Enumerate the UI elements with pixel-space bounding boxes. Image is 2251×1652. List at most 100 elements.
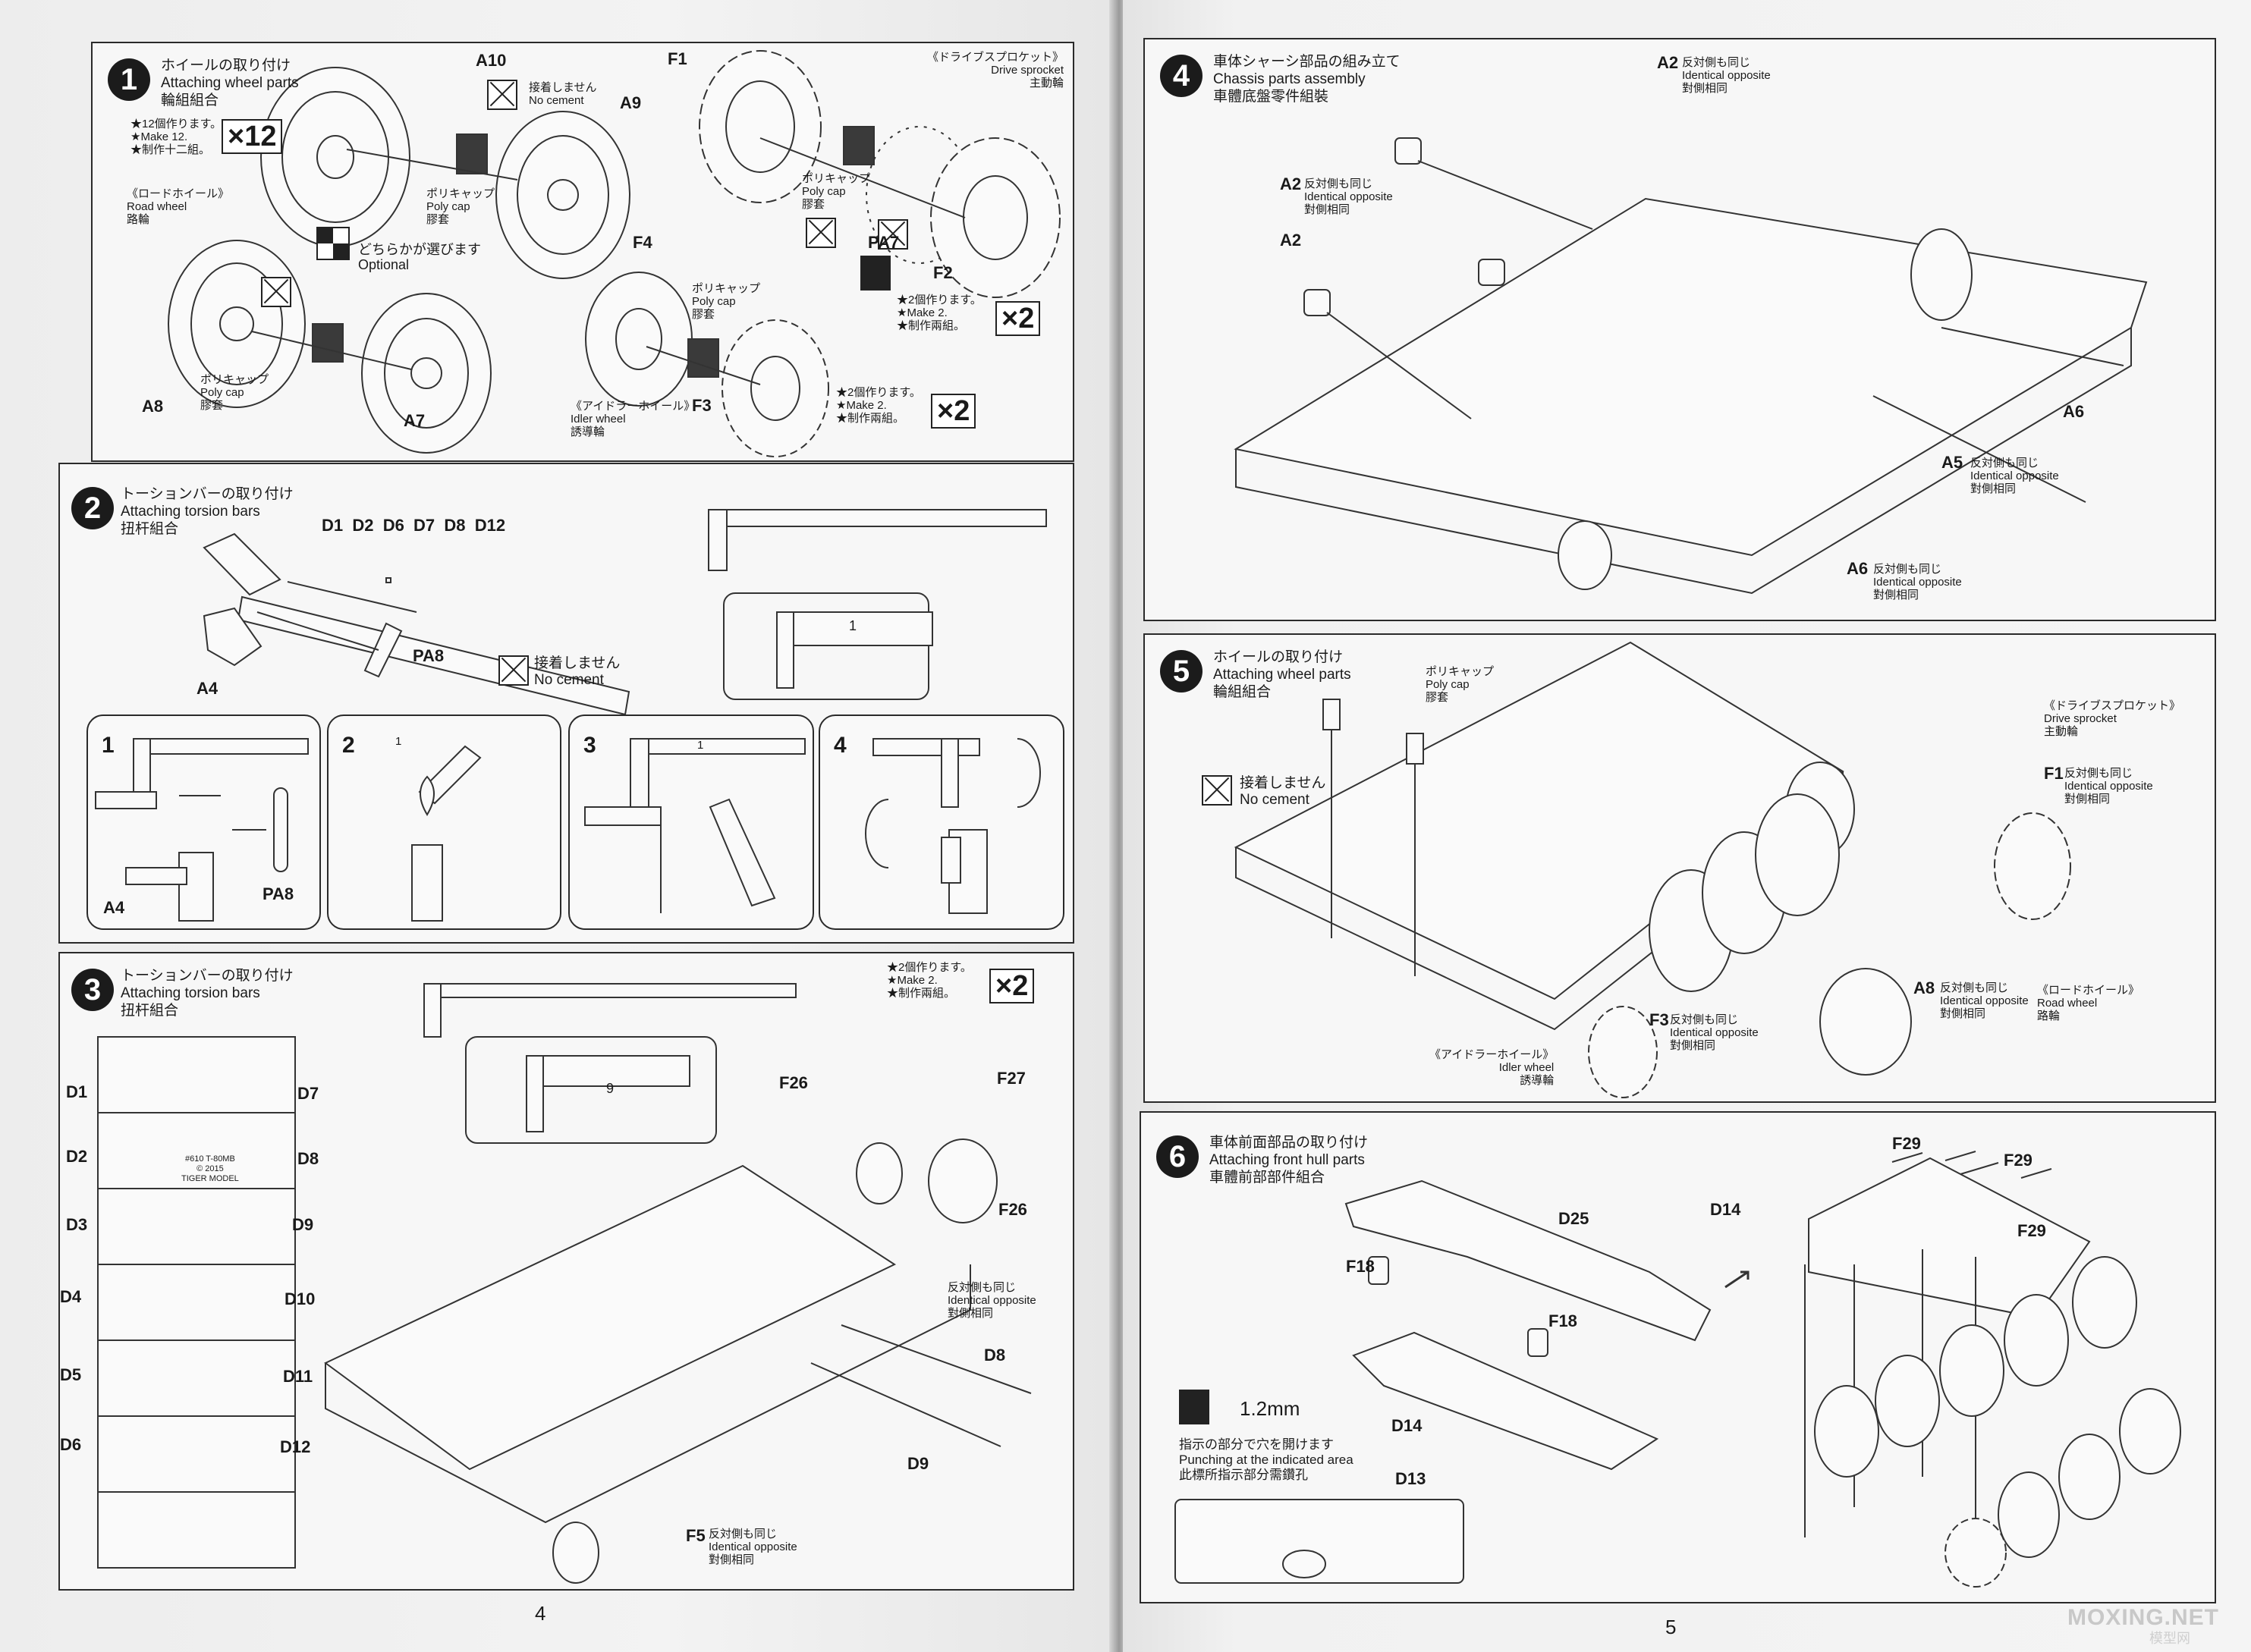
opposite-cn: 對側相同 xyxy=(1304,203,1350,216)
optional-label: どちらかが選びます Optional xyxy=(358,242,481,272)
part-f1: F1 xyxy=(2044,764,2064,783)
opposite-en: Identical opposite xyxy=(2064,780,2153,793)
opposite-cn: 對側相同 xyxy=(1682,82,1728,95)
part-a9: A9 xyxy=(620,93,642,112)
step-6-drawing xyxy=(1174,1151,2181,1588)
make-2-en: ★Make 2. xyxy=(887,974,938,987)
part-a2-mid: A2 xyxy=(1280,174,1302,193)
opposite-en: Identical opposite xyxy=(1682,69,1771,82)
hull-marking-line: © 2015 xyxy=(196,1164,224,1173)
step-1-no-cement: 接着しません No cement xyxy=(529,81,597,107)
step-2-no-cement: 接着しません No cement xyxy=(534,655,620,689)
step-3-make-note: ★2個作ります。 ★Make 2. ★制作兩組。 xyxy=(887,961,972,1000)
make-2-jp: ★2個作ります。 xyxy=(897,294,982,306)
poly-cap-jp: ポリキャップ xyxy=(1426,665,1495,678)
part-f18-b: F18 xyxy=(1548,1311,1577,1330)
step-2-title-cn: 扭杆組合 xyxy=(121,521,179,537)
label-d5: D5 xyxy=(60,1365,82,1384)
step-5-drawing xyxy=(1234,641,2071,1098)
step-3-multiplier: ×2 xyxy=(989,969,1035,1003)
step-4-badge: 4 xyxy=(1160,55,1203,97)
road-wheel-en: Road wheel xyxy=(127,200,187,213)
substep-1-a4: A4 xyxy=(103,898,125,917)
label-d9: D9 xyxy=(292,1215,314,1234)
substep-1-number: 1 xyxy=(102,733,115,758)
opposite-jp: 反対側も同じ xyxy=(1670,1013,1739,1026)
substep-3-number: 3 xyxy=(583,733,596,758)
step-4-drawing xyxy=(1234,137,2148,595)
part-a8: A8 xyxy=(1913,978,1935,997)
substep-4-drawing xyxy=(865,738,1041,914)
part-f29-c: F29 xyxy=(2017,1221,2046,1240)
idler-wheel-jp: 《アイドラーホイール》 xyxy=(571,400,696,413)
step-4-title: 車体シャーシ部品の組み立て Chassis parts assembly 車體底… xyxy=(1213,53,1401,105)
opposite-jp: 反対側も同じ xyxy=(1304,177,1373,190)
opposite-cn: 對側相同 xyxy=(709,1553,755,1566)
no-cement-jp: 接着しません xyxy=(529,81,597,94)
watermark-sub: 模型网 xyxy=(2149,1631,2190,1646)
idler-wheel-en: Idler wheel xyxy=(1498,1061,1555,1074)
drive-sprocket-cn: 主動輪 xyxy=(2044,725,2079,738)
drill-note-jp: 指示の部分で穴を開けます xyxy=(1179,1437,1334,1452)
step-5-badge: 5 xyxy=(1160,650,1203,693)
opposite-cn: 對側相同 xyxy=(1873,589,1919,601)
make-2-jp: ★2個作ります。 xyxy=(887,961,972,974)
idler-wheel-en: Idler wheel xyxy=(571,413,626,426)
opposite-jp: 反対側も同じ xyxy=(1940,981,2009,994)
opposite-jp: 反対側も同じ xyxy=(709,1528,778,1541)
label-d1: D1 xyxy=(66,1082,88,1101)
step-3-box-label: 9 xyxy=(606,1081,615,1096)
drill-note-cn: 此標所指示部分需鑽孔 xyxy=(1179,1468,1308,1482)
multiplier-a: ×2 xyxy=(995,301,1041,336)
idler-wheel-cn: 誘導輪 xyxy=(1520,1074,1555,1087)
no-cement-icon xyxy=(261,277,291,307)
part-f26b: F26 xyxy=(998,1200,1027,1219)
poly-cap-cn: 膠套 xyxy=(802,198,825,211)
opposite-cn: 對側相同 xyxy=(1670,1039,1716,1052)
step-2-title-en: Attaching torsion bars xyxy=(121,504,260,520)
label-d11: D11 xyxy=(283,1367,313,1386)
step-3-badge: 3 xyxy=(71,969,114,1011)
step-5-title: ホイールの取り付け Attaching wheel parts 輪組組合 xyxy=(1213,649,1351,701)
road-wheel-en: Road wheel xyxy=(2037,997,2098,1010)
poly-cap-cn: 膠套 xyxy=(426,213,450,226)
make-2-cn: ★制作兩組。 xyxy=(887,987,956,1000)
step-3-title: トーションバーの取り付け Attaching torsion bars 扭杆組合 xyxy=(121,967,294,1019)
part-f29-a: F29 xyxy=(1892,1134,1921,1153)
step-1-title-en: Attaching wheel parts xyxy=(161,75,299,91)
label-d3: D3 xyxy=(66,1215,88,1234)
part-d14-a: D14 xyxy=(1391,1416,1423,1435)
hull-marking-line: TIGER MODEL xyxy=(181,1174,239,1183)
part-f4: F4 xyxy=(633,233,652,252)
part-d13: D13 xyxy=(1395,1469,1426,1488)
part-f3: F3 xyxy=(692,396,712,415)
step-1-title-jp: ホイールの取り付け xyxy=(161,58,291,74)
box-label: 1 xyxy=(849,618,857,633)
part-a2-low: A2 xyxy=(1280,231,1302,250)
poly-cap-label: ポリキャップ Poly cap 膠套 xyxy=(802,172,870,211)
step-5-title-en: Attaching wheel parts xyxy=(1213,667,1351,683)
step-6-title: 車体前面部品の取り付け Attaching front hull parts 車… xyxy=(1209,1134,1368,1186)
idler-wheel-cn: 誘導輪 xyxy=(571,426,605,438)
opposite-note: 反対側も同じ Identical opposite 對側相同 xyxy=(709,1528,797,1566)
step-1-title: ホイールの取り付け Attaching wheel parts 輪組組合 xyxy=(161,57,299,109)
idler-wheel-jp: 《アイドラーホイール》 xyxy=(1429,1048,1555,1061)
part-pa8: PA8 xyxy=(413,646,445,665)
step-6-title-cn: 車體前部部件組合 xyxy=(1209,1170,1325,1186)
no-cement-en: No cement xyxy=(534,672,604,688)
substep-1-drawing xyxy=(95,738,309,922)
poly-cap-en: Poly cap xyxy=(200,386,244,399)
opposite-note: 反対側も同じ Identical opposite 對側相同 xyxy=(1682,56,1771,95)
opposite-jp: 反対側も同じ xyxy=(1970,457,2039,470)
poly-cap-en: Poly cap xyxy=(802,185,846,198)
opposite-cn: 對側相同 xyxy=(1970,482,2017,495)
part-a4: A4 xyxy=(196,679,218,698)
step-1-multiplier: ×12 xyxy=(222,119,283,154)
part-a6-right: A6 xyxy=(2063,402,2085,421)
page-number-left: 4 xyxy=(535,1602,546,1625)
substep-2: 2 xyxy=(327,715,561,930)
opposite-en: Identical opposite xyxy=(1670,1026,1759,1039)
substep-3-drawing xyxy=(584,738,806,913)
step-6-title-jp: 車体前面部品の取り付け xyxy=(1209,1135,1369,1151)
label-d6: D6 xyxy=(60,1435,82,1454)
